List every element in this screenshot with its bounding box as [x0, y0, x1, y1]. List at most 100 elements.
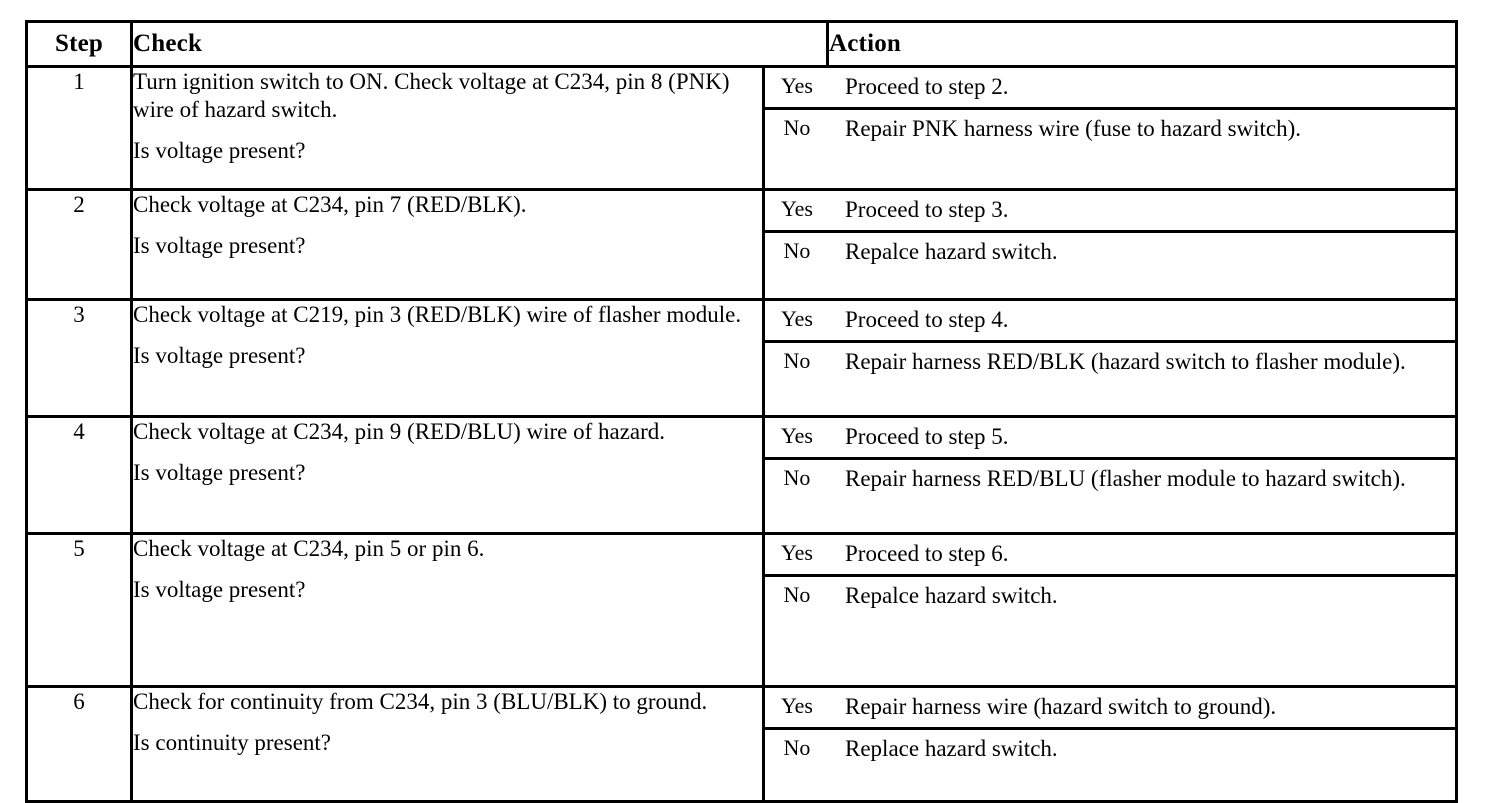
no-action-cell: Repair harness RED/BLU (flasher module t… — [829, 457, 1455, 533]
action-group: Yes Proceed to step 4. No — [762, 298, 1458, 419]
action-group: Yes Repair harness wire (hazard switch t… — [762, 685, 1458, 803]
check-statement: Check voltage at C219, pin 3 (RED/BLK) w… — [133, 302, 742, 328]
yes-label-cell: Yes — [765, 688, 829, 731]
check-statement: Check voltage at C234, pin 5 or pin 6. — [133, 536, 485, 562]
header-row: Step Check Action — [25, 20, 1458, 68]
table-row: 1 Turn ignition switch to ON. Check volt… — [25, 64, 1458, 192]
no-action-text: Repalce hazard switch. — [845, 583, 1058, 609]
action-group: Yes Proceed to step 2. No — [762, 64, 1458, 192]
yes-label-cell: Yes — [765, 301, 829, 344]
no-branch-row: No Repair harness RED/BLU (flasher modul… — [765, 457, 1455, 533]
check-cell: Turn ignition switch to ON. Check voltag… — [130, 64, 765, 192]
no-label-cell: No — [765, 107, 829, 176]
column-header-action: Action — [826, 20, 1458, 68]
column-header-step: Step — [25, 20, 133, 68]
check-question: Is continuity present? — [133, 730, 332, 756]
yes-label: Yes — [780, 306, 813, 332]
step-number: 5 — [25, 532, 133, 689]
check-question: Is voltage present? — [133, 138, 306, 164]
table-row: 5 Check voltage at C234, pin 5 or pin 6.… — [25, 532, 1458, 689]
table-row: 3 Check voltage at C219, pin 3 (RED/BLK)… — [25, 298, 1458, 419]
no-action-cell: Repair harness RED/BLK (hazard switch to… — [829, 340, 1455, 416]
yes-branch-row: Yes Proceed to step 6. — [765, 535, 1455, 578]
no-action-cell: Replace hazard switch. — [829, 727, 1455, 801]
step-number: 1 — [25, 64, 133, 192]
yes-action-text: Proceed to step 5. — [845, 424, 1009, 450]
no-label: No — [783, 735, 811, 761]
yes-label-cell: Yes — [765, 68, 829, 111]
yes-action-text: Proceed to step 6. — [845, 541, 1009, 567]
step-number: 3 — [25, 298, 133, 419]
check-question: Is voltage present? — [133, 460, 306, 486]
yes-branch-row: Yes Proceed to step 2. — [765, 68, 1455, 111]
no-label: No — [783, 238, 811, 264]
action-group: Yes Proceed to step 6. No — [762, 532, 1458, 689]
step-number: 4 — [25, 415, 133, 536]
yes-label-cell: Yes — [765, 191, 829, 234]
no-action-text: Repair harness RED/BLK (hazard switch to… — [845, 349, 1406, 375]
yes-branch-row: Yes Repair harness wire (hazard switch t… — [765, 688, 1455, 731]
yes-action-cell: Repair harness wire (hazard switch to gr… — [829, 688, 1455, 731]
check-statement: Check voltage at C234, pin 7 (RED/BLK). — [133, 192, 527, 218]
check-question: Is voltage present? — [133, 577, 306, 603]
no-action-text: Repair PNK harness wire (fuse to hazard … — [845, 116, 1302, 142]
no-label: No — [783, 465, 811, 491]
table-row: 4 Check voltage at C234, pin 9 (RED/BLU)… — [25, 415, 1458, 536]
no-action-cell: Repalce hazard switch. — [829, 230, 1455, 299]
yes-action-cell: Proceed to step 3. — [829, 191, 1455, 234]
table-row: 2 Check voltage at C234, pin 7 (RED/BLK)… — [25, 188, 1458, 302]
no-branch-row: No Repair PNK harness wire (fuse to haza… — [765, 107, 1455, 176]
check-cell: Check voltage at C234, pin 5 or pin 6. I… — [130, 532, 765, 689]
check-question: Is voltage present? — [133, 233, 306, 259]
column-header-check: Check — [130, 20, 829, 68]
no-action-cell: Repalce hazard switch. — [829, 574, 1455, 686]
no-branch-row: No Repair harness RED/BLK (hazard switch… — [765, 340, 1455, 416]
check-cell: Check for continuity from C234, pin 3 (B… — [130, 685, 765, 803]
no-branch-row: No Repalce hazard switch. — [765, 230, 1455, 299]
table-body: 1 Turn ignition switch to ON. Check volt… — [25, 64, 1458, 803]
check-question: Is voltage present? — [133, 343, 306, 369]
no-branch-row: No Replace hazard switch. — [765, 727, 1455, 801]
check-cell: Check voltage at C219, pin 3 (RED/BLK) w… — [130, 298, 765, 419]
action-group: Yes Proceed to step 5. No — [762, 415, 1458, 536]
check-cell: Check voltage at C234, pin 9 (RED/BLU) w… — [130, 415, 765, 536]
yes-action-cell: Proceed to step 4. — [829, 301, 1455, 344]
yes-label: Yes — [780, 540, 813, 566]
check-statement: Check voltage at C234, pin 9 (RED/BLU) w… — [133, 419, 666, 445]
no-label: No — [783, 582, 811, 608]
yes-label-cell: Yes — [765, 418, 829, 461]
diagnostic-step-table: Step Check Action 1 Turn ignition switch… — [25, 20, 1458, 803]
step-number: 6 — [25, 685, 133, 803]
yes-action-text: Proceed to step 4. — [845, 307, 1009, 333]
no-label: No — [783, 115, 811, 141]
yes-branch-row: Yes Proceed to step 5. — [765, 418, 1455, 461]
yes-action-text: Proceed to step 3. — [845, 197, 1009, 223]
check-statement: Turn ignition switch to ON. Check voltag… — [133, 69, 730, 123]
no-label: No — [783, 348, 811, 374]
no-action-text: Replace hazard switch. — [845, 736, 1058, 762]
table-row: 6 Check for continuity from C234, pin 3 … — [25, 685, 1458, 803]
yes-action-text: Proceed to step 2. — [845, 74, 1009, 99]
no-action-text: Repair harness RED/BLU (flasher module t… — [845, 466, 1406, 492]
no-action-text: Repalce hazard switch. — [845, 239, 1058, 265]
table-header: Step Check Action — [25, 20, 1458, 68]
yes-action-cell: Proceed to step 5. — [829, 418, 1455, 461]
yes-label: Yes — [780, 693, 813, 719]
yes-label: Yes — [780, 423, 813, 449]
check-statement: Check for continuity from C234, pin 3 (B… — [133, 689, 708, 715]
yes-label: Yes — [780, 73, 813, 98]
yes-action-text: Repair harness wire (hazard switch to gr… — [845, 694, 1277, 720]
step-number: 2 — [25, 188, 133, 302]
no-branch-row: No Repalce hazard switch. — [765, 574, 1455, 686]
check-cell: Check voltage at C234, pin 7 (RED/BLK). … — [130, 188, 765, 302]
yes-label: Yes — [780, 196, 813, 222]
yes-label-cell: Yes — [765, 535, 829, 578]
no-label-cell: No — [765, 230, 829, 299]
action-group: Yes Proceed to step 3. No — [762, 188, 1458, 302]
no-label-cell: No — [765, 340, 829, 416]
yes-action-cell: Proceed to step 2. — [829, 68, 1455, 111]
document-page: Step Check Action 1 Turn ignition switch… — [25, 20, 1458, 803]
no-label-cell: No — [765, 574, 829, 686]
yes-action-cell: Proceed to step 6. — [829, 535, 1455, 578]
no-label-cell: No — [765, 457, 829, 533]
